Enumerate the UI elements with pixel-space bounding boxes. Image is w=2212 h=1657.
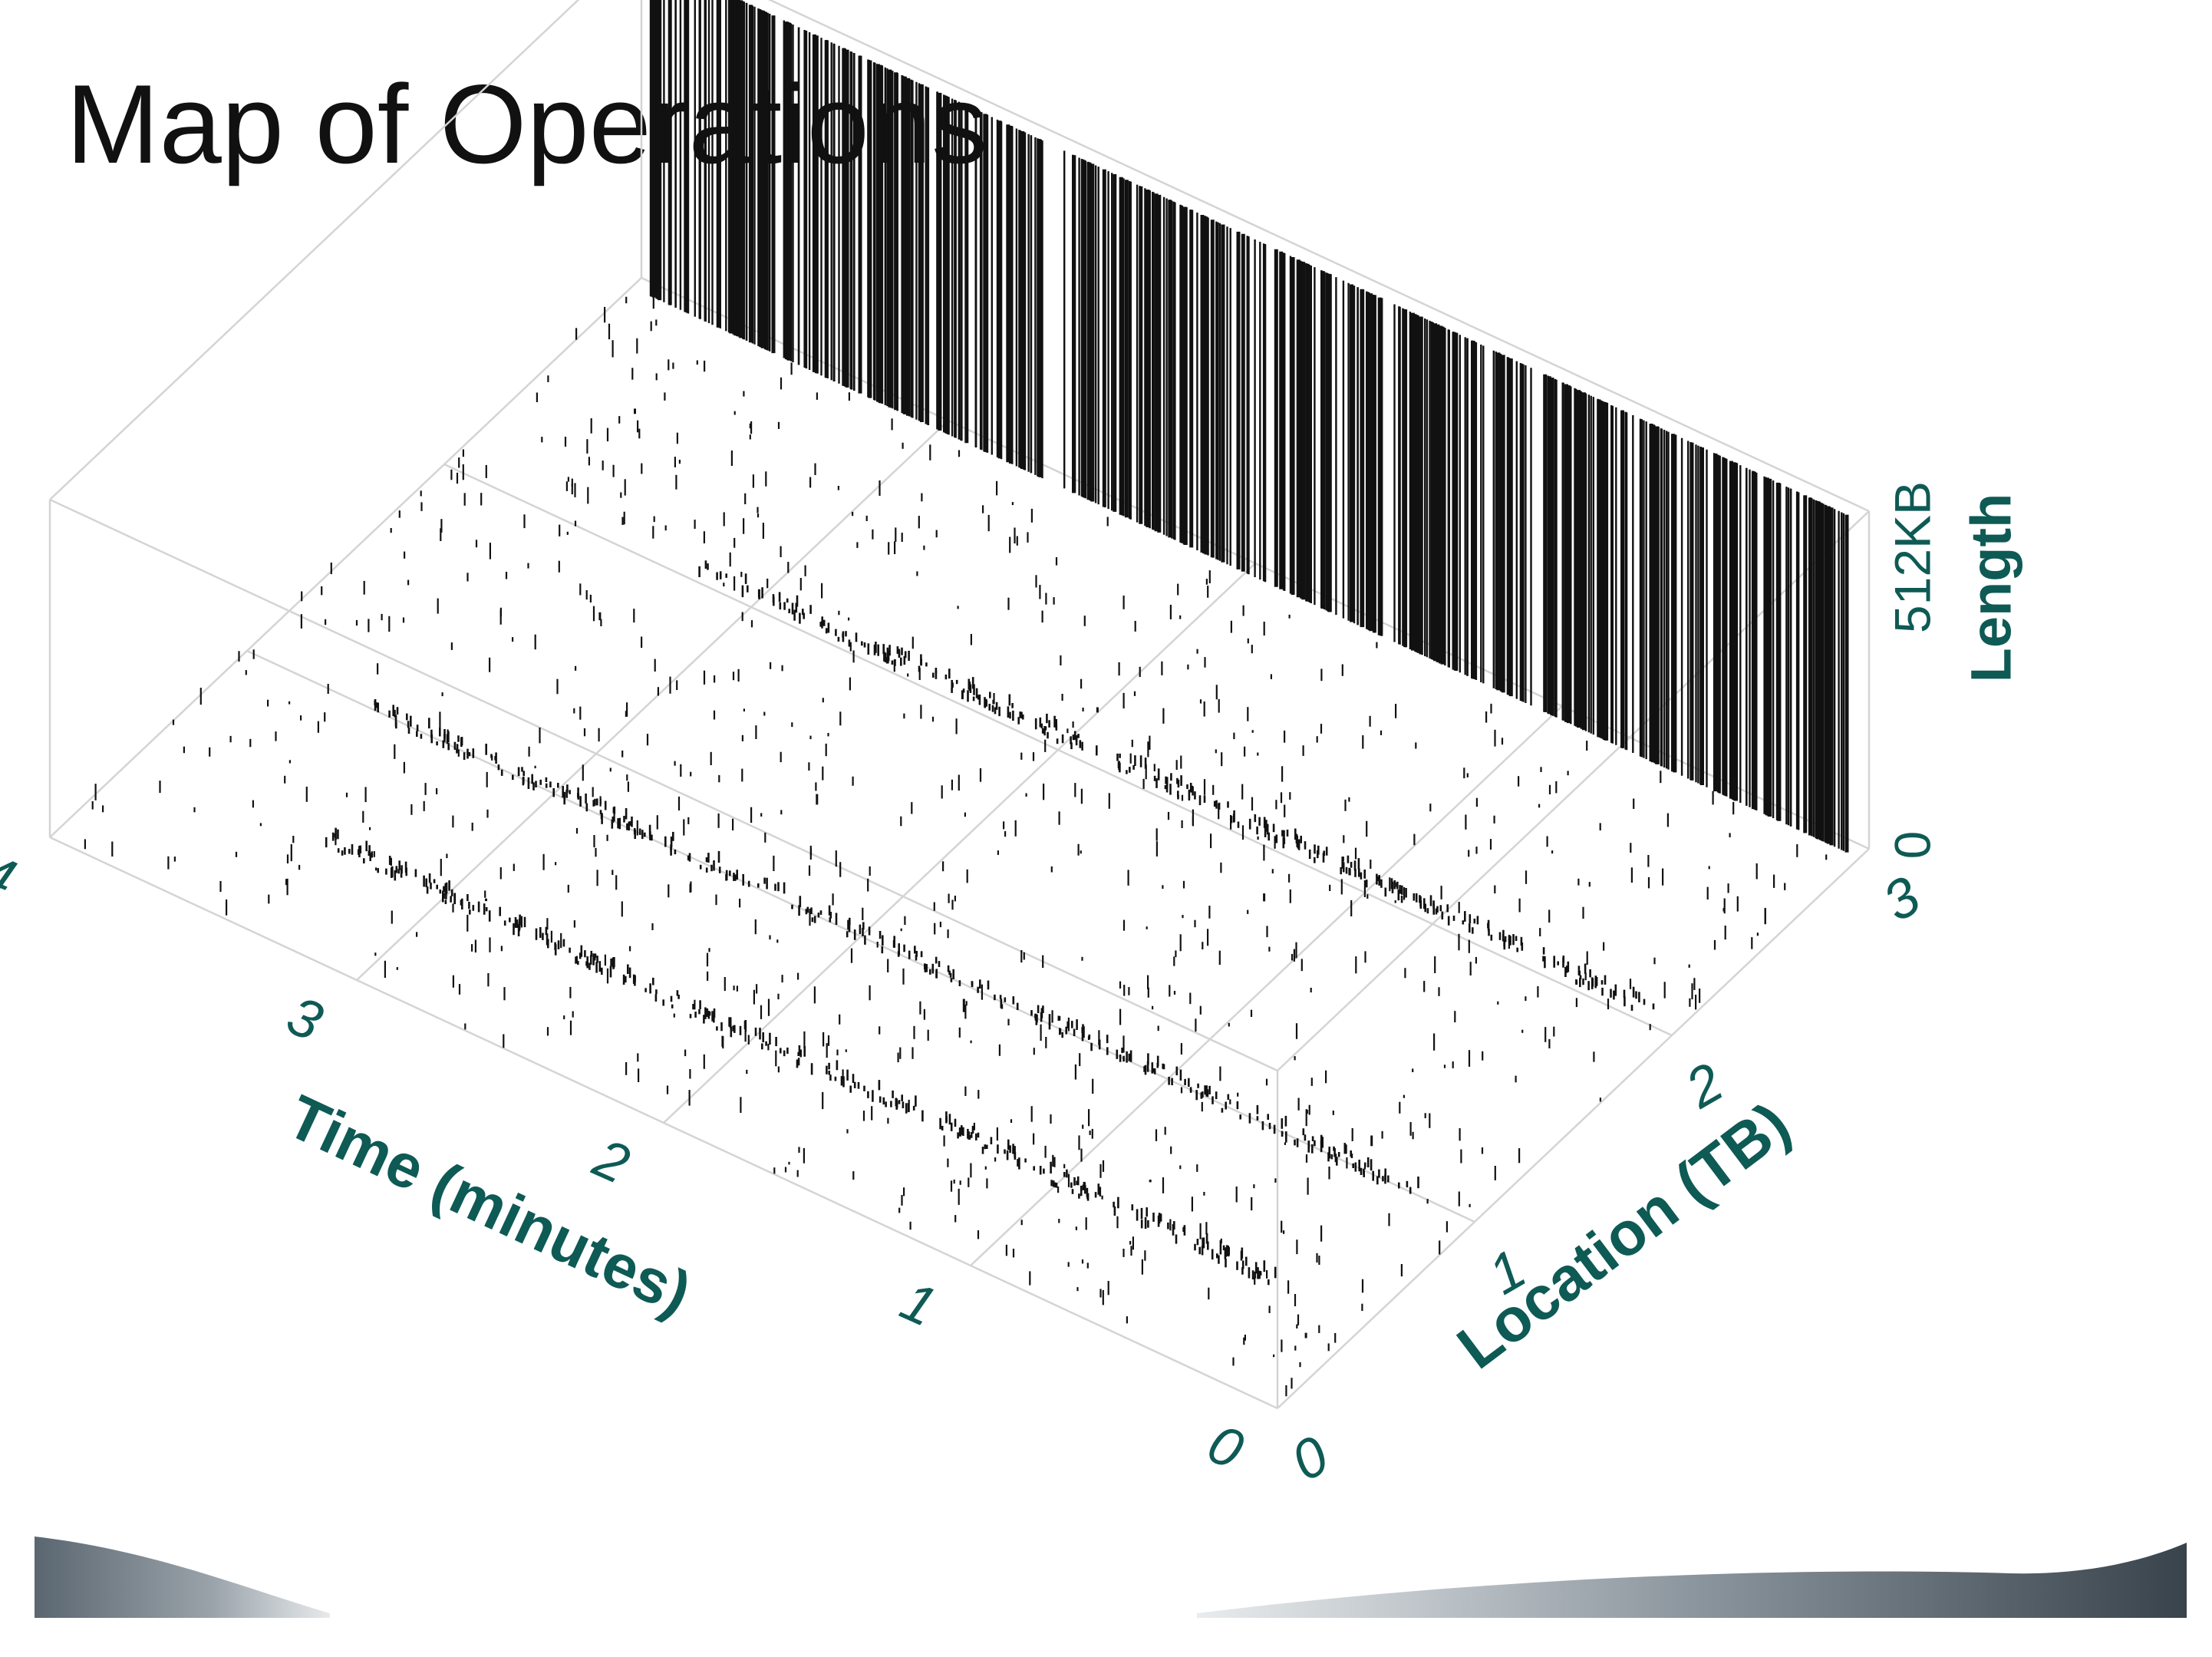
length-tick-label: 512KB xyxy=(1884,481,1940,633)
location-tick-label: 2 xyxy=(1675,1051,1733,1121)
time-tick-label: 2 xyxy=(585,1127,638,1196)
location-tick-label: 3 xyxy=(1873,865,1930,933)
time-tick-label: 4 xyxy=(0,842,25,910)
location-tick-label: 0 xyxy=(1281,1424,1339,1493)
length-tick-label: 0 xyxy=(1884,831,1940,860)
grid-line xyxy=(970,705,1563,1266)
footer-swoosh-left xyxy=(35,1537,330,1618)
location-axis-title: Location (TB) xyxy=(1445,1089,1802,1381)
time-tick-label: 0 xyxy=(1198,1413,1251,1481)
grid-line xyxy=(356,420,949,981)
box-edge xyxy=(767,0,1870,513)
plot-bounding-box xyxy=(48,0,1871,1410)
box-edge xyxy=(49,277,642,838)
time-tick-label: 3 xyxy=(278,985,331,1053)
data-marks xyxy=(84,0,1849,1397)
grid-line xyxy=(663,563,1256,1124)
length-axis-title: Length xyxy=(1960,493,2023,683)
time-axis-title: Time (minutes) xyxy=(278,1082,701,1329)
box-edge xyxy=(49,0,580,500)
box-edge xyxy=(49,498,1278,1072)
grid-line xyxy=(443,463,1673,1037)
box-edge xyxy=(1277,848,1870,1409)
footer-decoration xyxy=(35,1537,2187,1618)
time-tick-label: 1 xyxy=(892,1270,944,1338)
footer-swoosh-right xyxy=(1197,1543,2187,1618)
